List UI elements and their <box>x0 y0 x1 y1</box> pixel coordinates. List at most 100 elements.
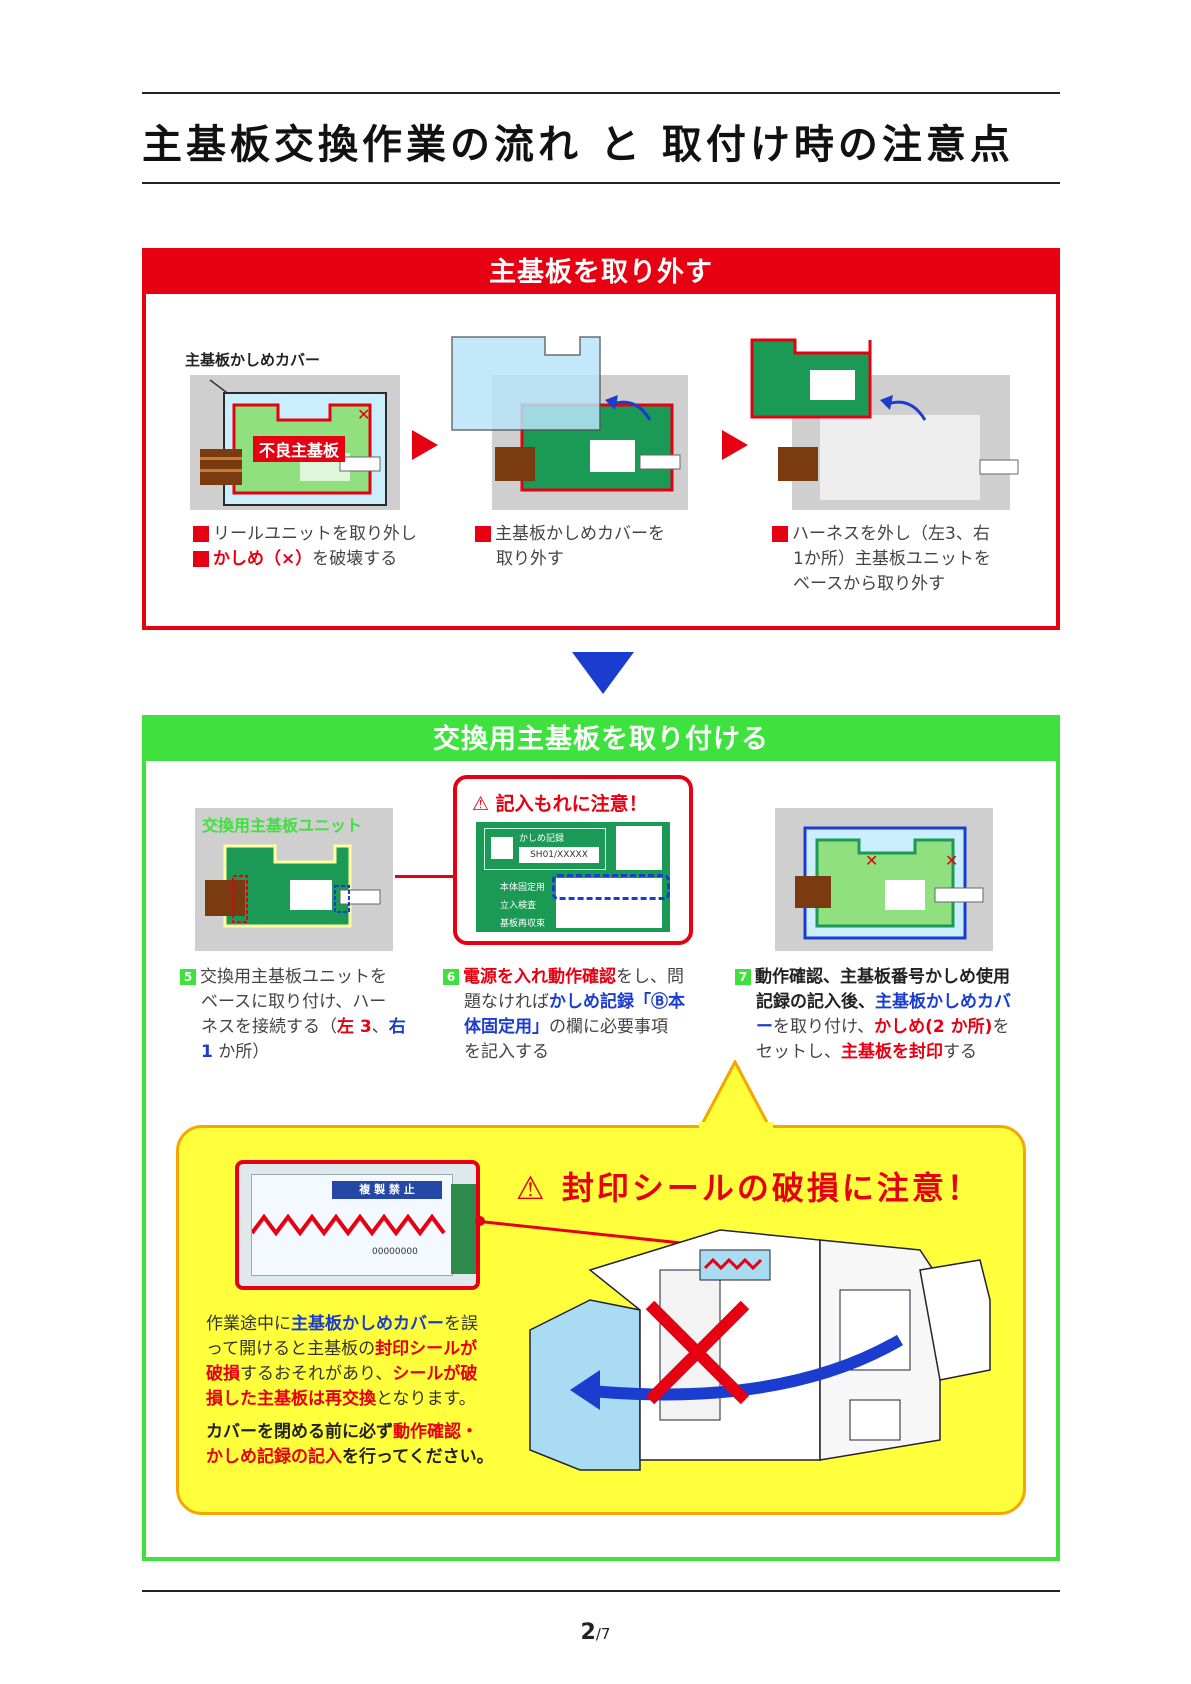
arrow-right-icon <box>722 430 748 460</box>
seal-warning-text: 封印シールの破損に注意！ <box>561 1169 982 1207</box>
cover-removed-illustration <box>451 336 688 510</box>
warn-p2-c: かしめ記録の記入 <box>206 1447 342 1467</box>
step7-line4a: セットし、 <box>756 1042 841 1062</box>
step7-line1: 動作確認、主基板番号かしめ使用 <box>755 967 1010 987</box>
step-number-7: 7 <box>735 969 751 985</box>
remove-board-section: 主基板を取り外す <box>142 248 1060 630</box>
step-number-3: 3 <box>475 526 491 542</box>
step7-line3a: を取り付け、 <box>773 1017 875 1037</box>
warn-p1-e: 封印シールが <box>375 1339 478 1359</box>
page-total: /7 <box>595 1625 611 1643</box>
record-row3: 基板再収束 <box>500 919 546 929</box>
step-number-6: 6 <box>443 969 459 985</box>
step4-line2: 1か所）主基板ユニットを <box>793 549 991 569</box>
step7-blue1: 主基板かしめカバ <box>875 992 1011 1012</box>
title-rule <box>142 182 1060 184</box>
step6-line2: 題なければ <box>464 992 549 1012</box>
section2-header: 交換用主基板を取り付ける <box>146 719 1056 761</box>
cover-installed-illustration: ✕ ✕ <box>775 808 993 951</box>
callout-gap <box>699 1122 773 1130</box>
device-illustration <box>529 1229 991 1471</box>
warn-p1-g: するおそれがあり、 <box>240 1364 393 1384</box>
record-card-photo <box>616 826 662 870</box>
step7-line4b: する <box>943 1042 977 1062</box>
step7-red2: 主基板を封印 <box>841 1042 943 1062</box>
warn-p1-i: 損した主基板は再交換 <box>206 1389 376 1409</box>
connector-line <box>395 875 455 878</box>
replacement-unit-label: 交換用主基板ユニット <box>202 816 363 835</box>
callout-pointer <box>697 1060 773 1130</box>
step5-right-num: 1 <box>201 1042 213 1062</box>
warn-p2-b: 動作確認・ <box>393 1422 478 1442</box>
step5-line3: ネスを接続する（ <box>201 1017 337 1037</box>
record-note-text: 記入もれに注意！ <box>495 793 648 815</box>
step3-line1: 主基板かしめカバーを <box>495 524 665 544</box>
board-removed-illustration <box>750 338 1019 510</box>
step2-highlight: かしめ（×） <box>213 549 313 569</box>
page-number: 2/7 <box>0 1620 1191 1645</box>
step6-highlight: 電源を入れ動作確認 <box>463 967 616 987</box>
step3-line2: 取り外す <box>496 549 564 569</box>
seal-warning-body: 作業途中に主基板かしめカバーを誤 って開けると主基板の封印シールが 破損するおそ… <box>206 1312 506 1470</box>
install-board-section: 交換用主基板を取り付ける <box>142 715 1060 1561</box>
footer-rule <box>142 1590 1060 1592</box>
warn-p2-d: を行ってください。 <box>342 1447 494 1467</box>
torn-seal-mark <box>252 1213 446 1237</box>
warn-p1-j: となります。 <box>376 1389 476 1409</box>
warn-p2-a: カバーを閉める前に必ず <box>206 1422 393 1442</box>
page-current: 2 <box>580 1620 596 1645</box>
warn-p1-b: 主基板かしめカバー <box>291 1314 444 1334</box>
step-number-5: 5 <box>180 969 196 985</box>
step1-label: リールユニットを取り外し <box>213 524 417 544</box>
step7-blue2: ー <box>756 1017 773 1037</box>
step7-line3b: を <box>992 1017 1010 1037</box>
svg-text:✕: ✕ <box>865 851 878 870</box>
record-highlight <box>552 874 670 900</box>
step4-line1: ハーネスを外し（左3、右 <box>792 524 990 544</box>
warn-p1-c: を誤 <box>444 1314 478 1334</box>
step2-label: を破壊する <box>312 549 398 569</box>
top-rule <box>142 92 1060 94</box>
step-number-2: 2 <box>193 551 209 567</box>
record-card-title: かしめ記録 <box>519 834 565 844</box>
step5-line4: か所） <box>212 1042 270 1062</box>
warn-p1-h: シールが破 <box>392 1364 478 1384</box>
arrow-right-icon <box>412 430 438 460</box>
seal-header: 複 製 禁 止 <box>332 1181 442 1199</box>
step5-left: 左 3 <box>337 1017 372 1037</box>
svg-text:✕: ✕ <box>357 405 370 424</box>
step-number-1: 1 <box>193 526 209 542</box>
seal-leader-line <box>475 1216 701 1247</box>
cover-label: 主基板かしめカバー <box>185 351 321 369</box>
board-edge <box>451 1184 476 1274</box>
step5-line2: ベースに取り付け、ハー <box>201 992 387 1012</box>
seal-warning-title: ⚠ 封印シールの破損に注意！ <box>516 1169 982 1207</box>
page-title: 主基板交換作業の流れ と 取付け時の注意点 <box>142 122 1014 168</box>
replacement-unit-illustration <box>195 808 393 951</box>
record-fields <box>556 878 662 928</box>
step6-blue2: 体固定用」 <box>464 1017 549 1037</box>
seal-sticker: 複 製 禁 止 00000000 <box>251 1174 453 1276</box>
bad-board-label: 不良主基板 <box>253 436 346 462</box>
step4-line3: ベースから取り外す <box>793 574 946 594</box>
step5-right: 右 <box>388 1017 406 1037</box>
step6-line3: の欄に必要事項 <box>549 1017 668 1037</box>
step7-line2: 記録の記入後、 <box>756 992 875 1012</box>
record-note-title: ⚠ 記入もれに注意！ <box>472 793 648 815</box>
step-number-4: 4 <box>772 526 788 542</box>
arrow-down-icon <box>572 652 634 694</box>
record-card-serial: SH01/XXXXX <box>519 847 599 863</box>
qr-code-icon <box>491 837 513 859</box>
step5-comma: 、 <box>371 1017 389 1037</box>
section1-header: 主基板を取り外す <box>146 252 1056 294</box>
warn-p1-a: 作業途中に <box>206 1314 291 1334</box>
warn-p1-f: 破損 <box>206 1364 240 1384</box>
record-card: かしめ記録 SH01/XXXXX 本体固定用 立入検査 基板再収束 <box>476 822 670 932</box>
step5-line1: 交換用主基板ユニットを <box>200 967 387 987</box>
step6-line4: を記入する <box>464 1042 549 1062</box>
step7-red1: かしめ(2 か所) <box>874 1017 993 1037</box>
